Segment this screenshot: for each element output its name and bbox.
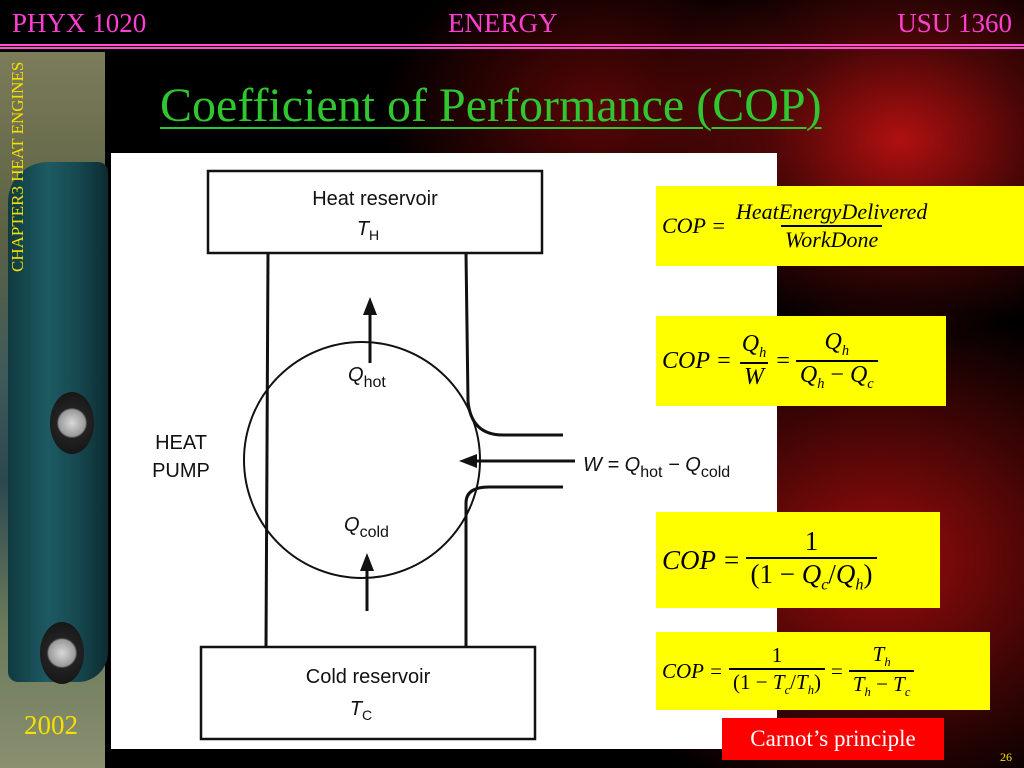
- cold-reservoir-label: Cold reservoir: [306, 666, 431, 688]
- q-hot-arrow: [363, 297, 377, 315]
- hot-reservoir-label: Heat reservoir: [312, 188, 438, 210]
- eq4-equals: =: [831, 658, 843, 683]
- eq1-denominator: WorkDone: [781, 225, 883, 253]
- car-wheel-front: [50, 392, 94, 454]
- header-divider: [0, 47, 1024, 49]
- slide-header: PHYX 1020 ENERGY USU 1360: [0, 0, 1024, 46]
- cop-temperature-equation: COP = 1 (1 − Tc/Th) = Th Th − Tc: [656, 632, 990, 710]
- eq1-fraction: HeatEnergyDelivered WorkDone: [732, 199, 931, 253]
- cop-heat-work-equation: COP = Qh W = Qh Qh − Qc: [656, 316, 946, 406]
- work-arrow: [459, 454, 477, 468]
- cop-ratio-equation: COP = 1 (1 − Qc/Qh): [656, 512, 940, 608]
- slide-title: Coefficient of Performance (COP): [160, 79, 822, 132]
- eq2-fraction-2: Qh Qh − Qc: [795, 329, 878, 393]
- eq2-lhs: COP =: [662, 347, 732, 374]
- eq3-fraction: 1 (1 − Qc/Qh): [746, 526, 877, 594]
- sidebar-photo: [0, 52, 108, 768]
- work-equation: W = Qhot − Qcold: [583, 454, 730, 481]
- q-cold-arrow: [360, 553, 374, 571]
- hot-reservoir-box: [206, 169, 544, 255]
- q-cold-label: Qcold: [344, 514, 389, 541]
- chapter-label: CHAPTER3 HEAT ENGINES: [8, 62, 27, 273]
- heat-pump-label-1: HEAT: [155, 432, 207, 454]
- eq4-fraction-1: 1 (1 − Tc/Th): [729, 643, 825, 698]
- topic-heading: ENERGY: [448, 8, 558, 38]
- carnot-principle-label: Carnot’s principle: [722, 718, 944, 760]
- eq4-fraction-2: Th Th − Tc: [848, 642, 915, 700]
- cop-definition-equation: COP = HeatEnergyDelivered WorkDone: [656, 186, 1024, 266]
- eq2-fraction-1: Qh W: [740, 331, 769, 390]
- year-label: 2002: [24, 710, 78, 740]
- eq1-numerator: HeatEnergyDelivered: [735, 199, 928, 224]
- eq2-equals: =: [776, 347, 790, 374]
- cold-reservoir-box: [199, 645, 537, 741]
- course-code-left: PHYX 1020: [12, 8, 147, 38]
- cold-reservoir-temp: TC: [350, 698, 372, 723]
- eq4-lhs: COP =: [662, 658, 724, 683]
- eq3-lhs: COP =: [662, 544, 741, 575]
- page-number: 26: [1000, 750, 1012, 764]
- hot-reservoir-temp: TH: [357, 218, 379, 243]
- heat-pump-label-2: PUMP: [152, 460, 210, 482]
- car-wheel-rear: [40, 622, 84, 684]
- eq1-lhs: COP =: [662, 213, 726, 238]
- q-hot-label: Qhot: [348, 364, 386, 391]
- course-code-right: USU 1360: [897, 8, 1012, 38]
